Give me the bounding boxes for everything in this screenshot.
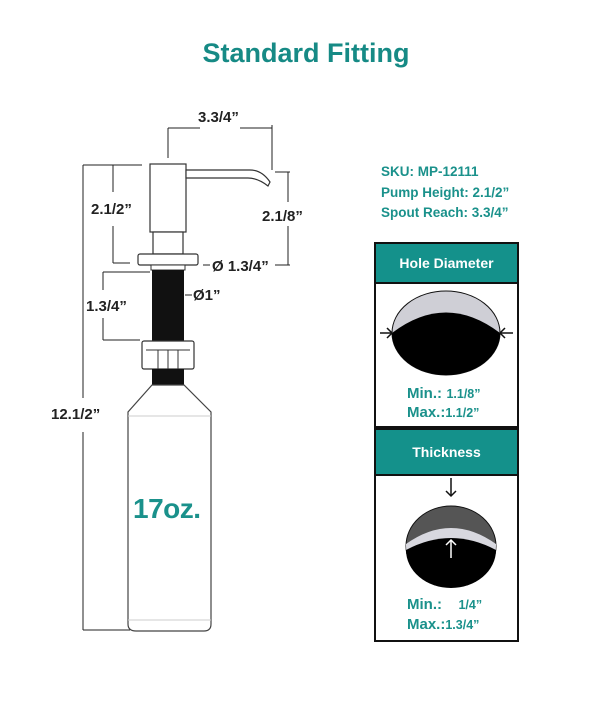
bottle-capacity: 17oz. [133,493,201,524]
spout-reach-dimension: 3.3/4” [198,109,239,126]
hole-diameter-header: Hole Diameter [376,244,517,284]
thickness-icon [405,478,497,588]
pump-height-dimension: 2.1/2” [91,201,132,218]
hole-min: Min.: 1.1/8” [407,385,481,402]
page-title: Standard Fitting [202,38,410,68]
thickness-min: Min.: 1/4” [407,596,483,613]
spout-height-dimension: 2.1/8” [262,208,303,225]
hole-diameter-icon [380,290,513,376]
total-height-dimension: 12.1/2” [51,406,101,423]
spout-reach-spec: Spout Reach: 3.3/4” [381,205,509,220]
shank-diameter-dimension: Ø1” [193,287,221,304]
sku-text: SKU: MP-12111 [381,164,479,179]
thickness-header: Thickness [376,430,517,476]
flange-diameter-dimension: Ø 1.3/4” [212,258,269,275]
hole-max: Max.:1.1/2” [407,404,480,421]
spec-list: SKU: MP-12111 Pump Height: 2.1/2” Spout … [381,162,509,224]
thickness-max: Max.:1.3/4” [407,616,480,633]
thickness-panel: Thickness Min.: 1/4” Max.:1.3/4” [374,428,519,642]
hole-diameter-panel: Hole Diameter Min.: 1.1/8” Max.:1.1/2” [374,242,519,428]
shank-length-dimension: 1.3/4” [86,298,127,315]
pump-height-spec: Pump Height: 2.1/2” [381,184,510,200]
